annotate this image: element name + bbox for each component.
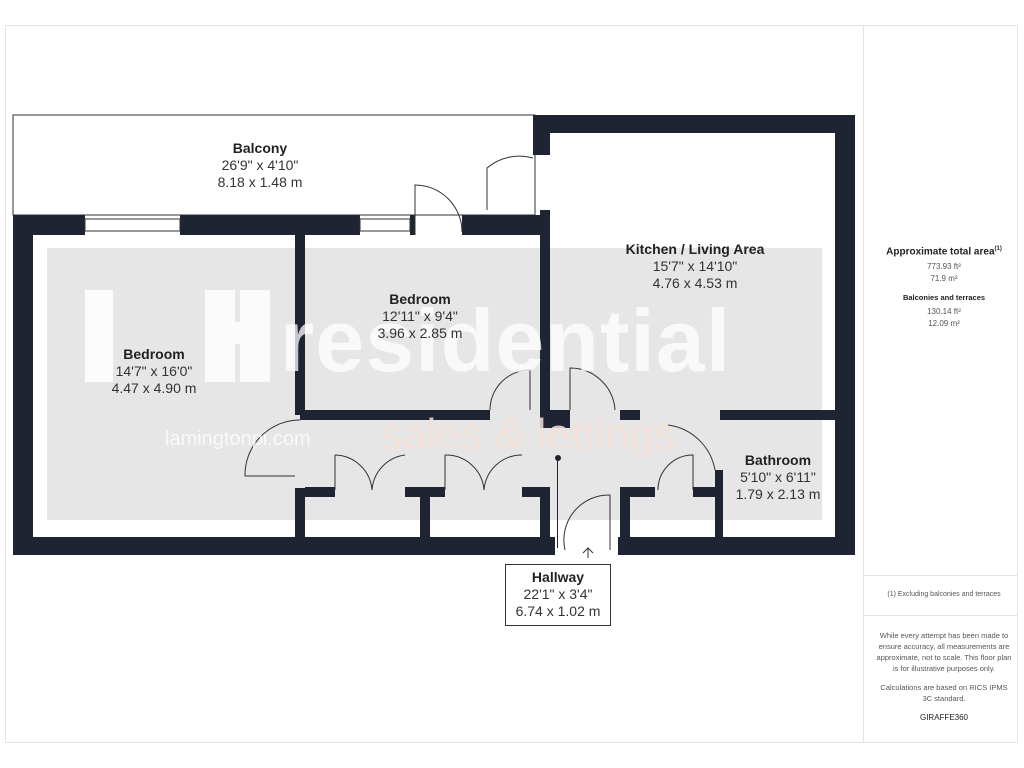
panel-divider — [863, 25, 864, 743]
room-name: Balcony — [232, 140, 288, 156]
room-label-bathroom: Bathroom 5'10" x 6'11" 1.79 x 2.13 m — [736, 452, 821, 503]
room-label-balcony: Balcony 26'9" x 4'10" 8.18 x 1.48 m — [218, 140, 303, 191]
room-metric: 8.18 x 1.48 m — [217, 174, 303, 190]
total-area-note: (1) — [994, 246, 1002, 252]
total-area-m: 71.9 m² — [930, 274, 958, 284]
room-imperial: 26'9" x 4'10" — [221, 157, 299, 173]
room-name: Bedroom — [123, 346, 185, 362]
side-divider — [864, 615, 1018, 616]
room-label-hallway: Hallway 22'1" x 3'4" 6.74 x 1.02 m — [516, 569, 601, 620]
room-metric: 6.74 x 1.02 m — [515, 603, 601, 619]
balconies-ft: 130.14 ft² — [927, 307, 961, 317]
room-name: Bedroom — [389, 291, 451, 307]
room-imperial: 22'1" x 3'4" — [523, 586, 593, 602]
windows-and-doors — [84, 155, 716, 551]
balconies-label: Balconies and terraces — [902, 293, 986, 303]
balconies-m: 12.09 m² — [928, 319, 960, 329]
entrance-arrow-icon — [582, 547, 594, 558]
hallway-marker — [555, 455, 561, 548]
watermark-logo — [85, 290, 270, 382]
room-imperial: 14'7" x 16'0" — [115, 363, 193, 379]
total-area-ft: 773.93 ft² — [927, 262, 961, 272]
room-name: Bathroom — [744, 452, 812, 468]
page-frame — [5, 25, 1018, 743]
watermark-residential: residential — [280, 291, 732, 390]
room-metric: 3.96 x 2.85 m — [377, 325, 463, 341]
side-divider — [864, 575, 1018, 576]
hallway-label-box — [505, 564, 611, 626]
room-name: Hallway — [531, 569, 585, 585]
watermark-site: lamingtonpi.com — [165, 428, 311, 450]
giraffe360-logo: GIRAFFE360 — [919, 713, 968, 722]
room-label-bedroom-2: Bedroom 12'11" x 9'4" 3.96 x 2.85 m — [378, 291, 463, 342]
walls — [13, 115, 855, 555]
watermark-sales: sales & lettings — [380, 410, 676, 459]
disclaimer: While every attempt has been made to ens… — [876, 631, 1012, 673]
room-label-kitchen: Kitchen / Living Area 15'7" x 14'10" 4.7… — [626, 241, 765, 292]
total-area-label: Approximate total area — [886, 246, 995, 258]
room-metric: 4.76 x 4.53 m — [652, 275, 738, 291]
disclaimer-block: While every attempt has been made to ens… — [864, 630, 1024, 723]
room-label-bedroom-1: Bedroom 14'7" x 16'0" 4.47 x 4.90 m — [112, 346, 197, 397]
room-metric: 1.79 x 2.13 m — [735, 486, 821, 502]
footnote: (1) Excluding balconies and terraces — [887, 591, 1001, 598]
room-name: Kitchen / Living Area — [625, 241, 765, 257]
room-imperial: 15'7" x 14'10" — [652, 258, 738, 274]
room-metric: 4.47 x 4.90 m — [111, 380, 197, 396]
area-summary: Approximate total area(1) 773.93 ft² 71.… — [864, 246, 1024, 328]
calculation-note: Calculations are based on RICS IPMS 3C s… — [880, 683, 1008, 703]
room-imperial: 12'11" x 9'4" — [382, 308, 458, 324]
room-imperial: 5'10" x 6'11" — [740, 469, 816, 485]
